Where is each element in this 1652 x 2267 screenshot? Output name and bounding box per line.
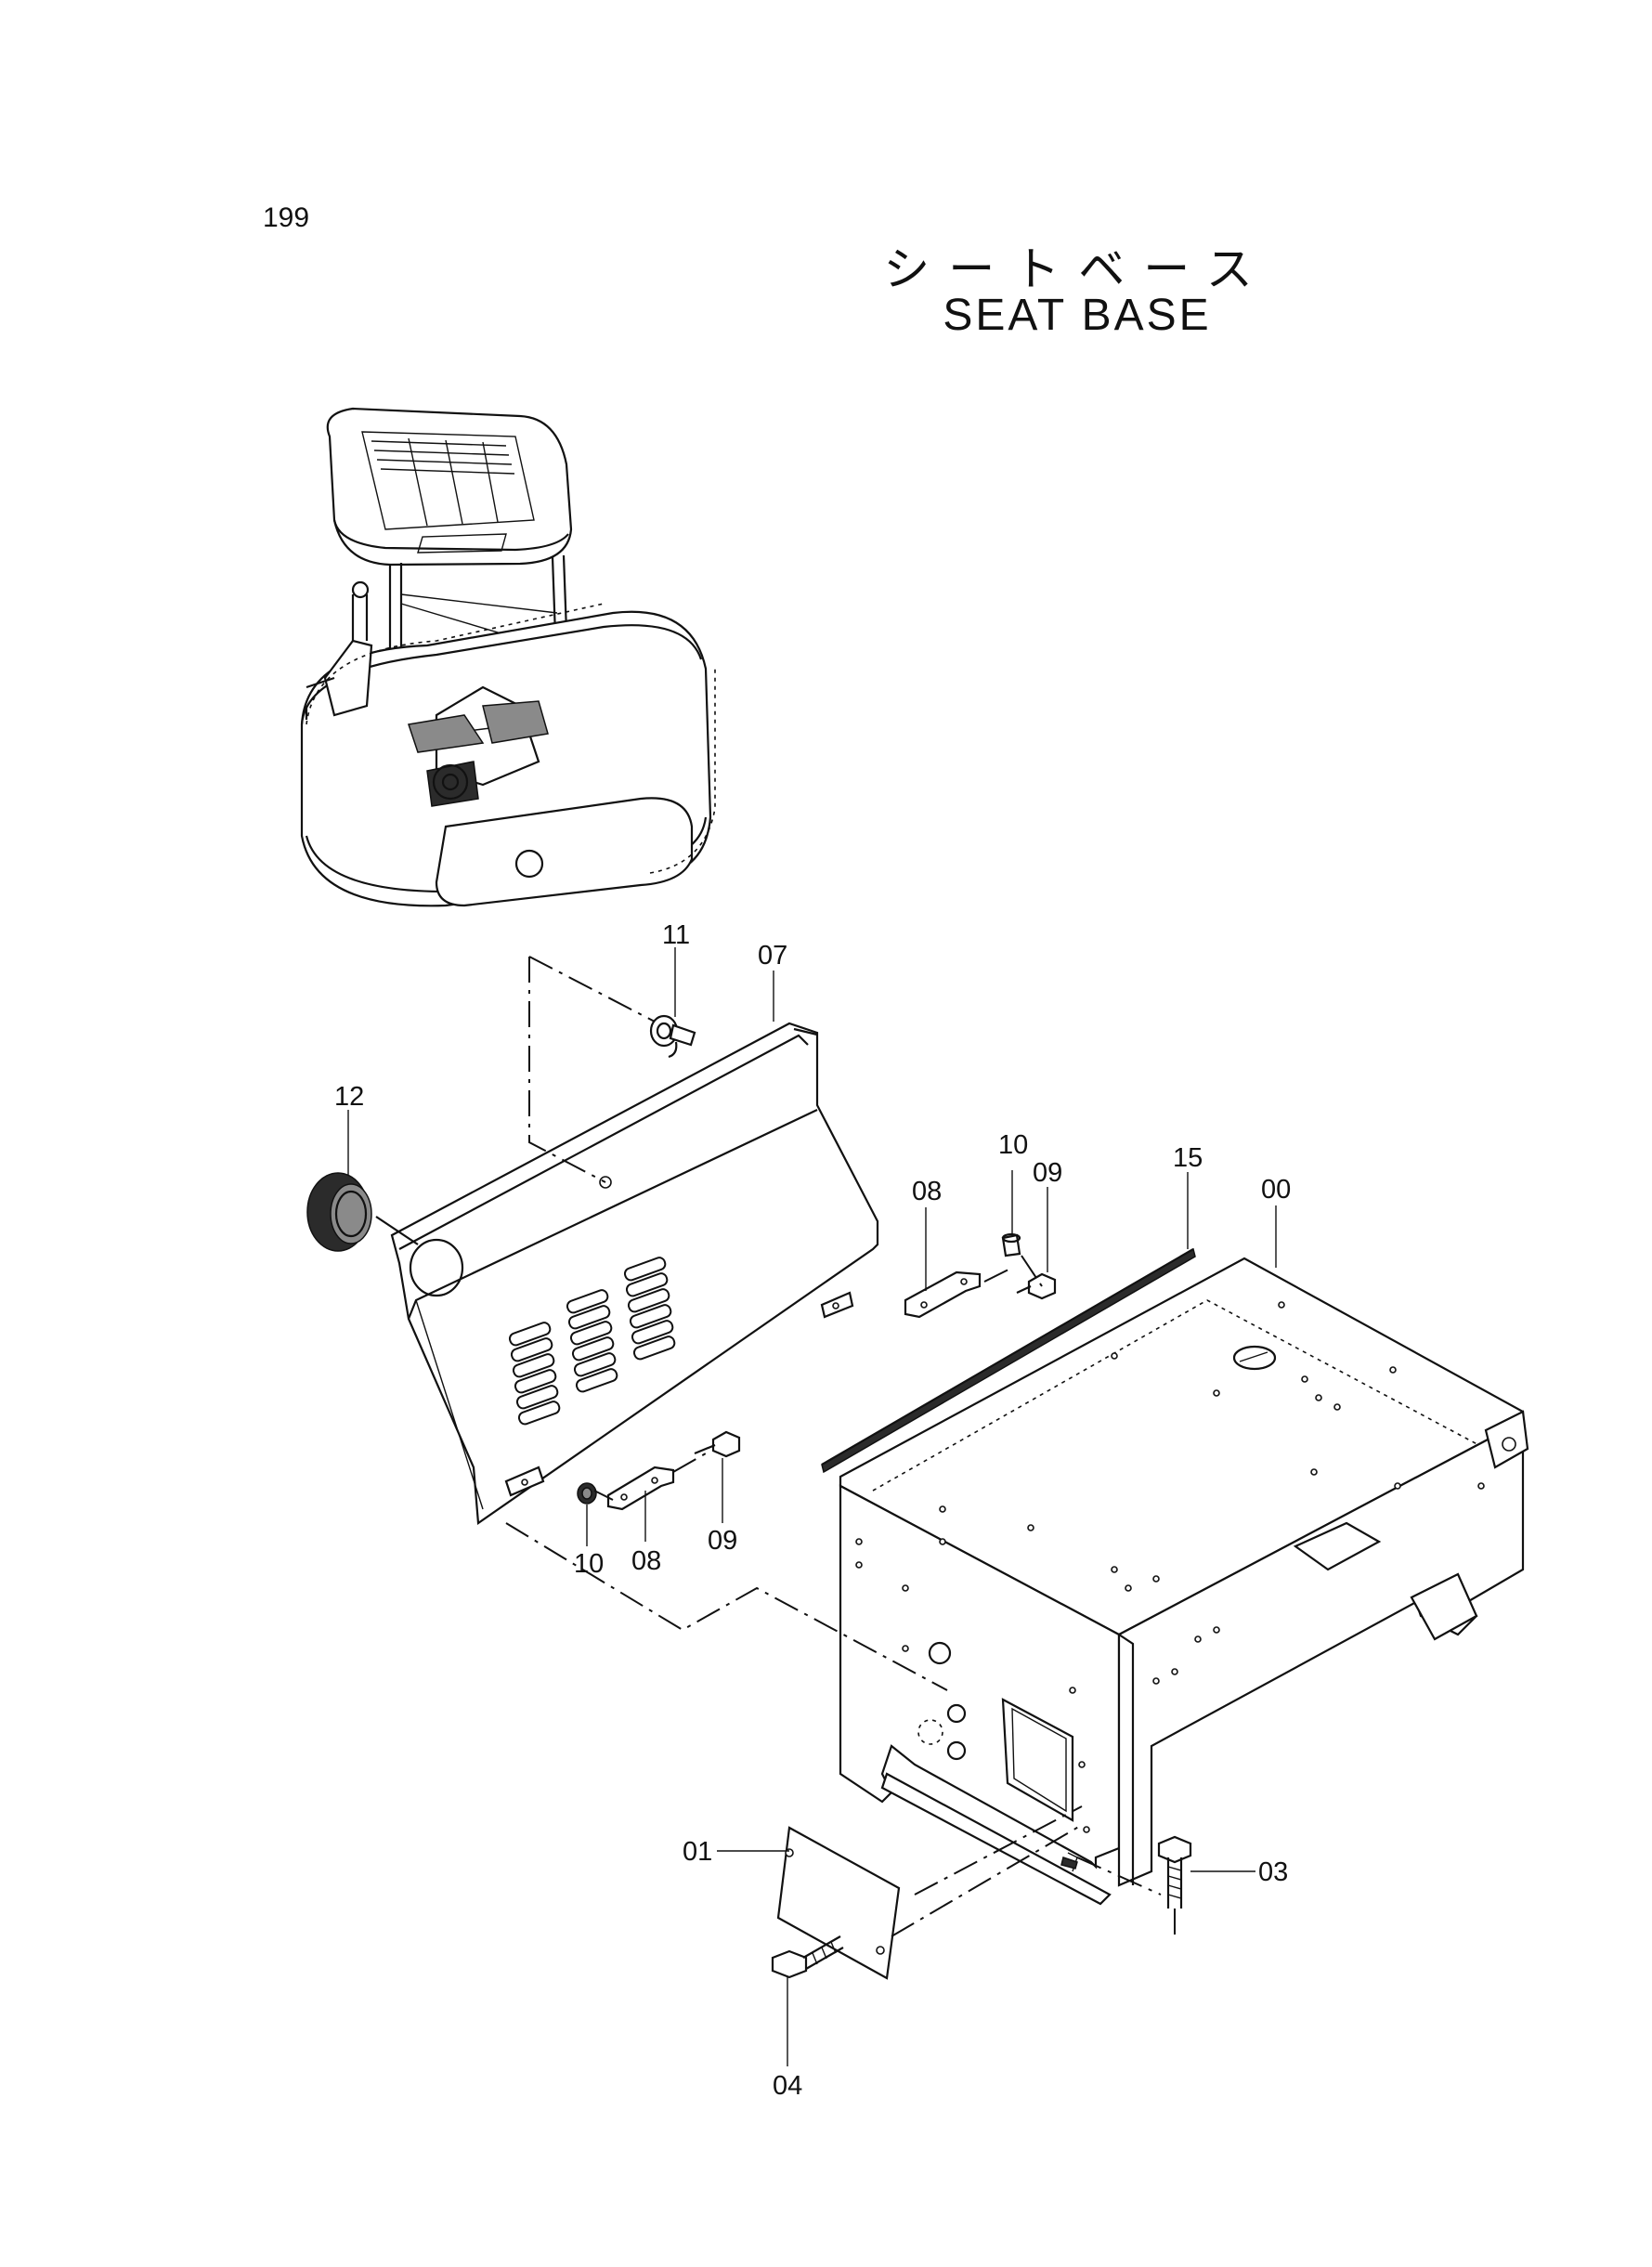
callout-10-lower: 10 [574, 1549, 604, 1579]
gauge-lamp [306, 1172, 419, 1252]
callout-04: 04 [773, 2071, 802, 2101]
latch-hardware-upper [904, 1232, 1057, 1319]
callout-09-upper: 09 [1033, 1158, 1062, 1188]
vent-slots [508, 1257, 676, 1426]
front-cover-panel [390, 1022, 879, 1525]
callout-11: 11 [662, 920, 690, 950]
page-title-japanese: シートベース [883, 242, 1271, 296]
bolt-04 [771, 1935, 844, 1979]
callout-07: 07 [758, 941, 787, 971]
callout-leaders [347, 947, 1277, 2066]
bolt-03 [1157, 1835, 1192, 1909]
callout-08-lower: 08 [631, 1546, 661, 1576]
callout-10-upper: 10 [998, 1130, 1028, 1160]
callout-00: 00 [1261, 1175, 1291, 1205]
seal-strip [821, 1247, 1196, 1474]
seat-base-frame [839, 1257, 1529, 1906]
callout-09-lower: 09 [708, 1526, 737, 1556]
callout-labels: 11 07 12 10 09 08 15 00 10 08 09 01 03 0… [334, 920, 1291, 2101]
callout-08-upper: 08 [912, 1177, 942, 1206]
assembly-center-lines [505, 956, 1176, 1937]
page-number: 199 [263, 202, 310, 233]
latch-hardware-lower [577, 1430, 741, 1511]
page-title-english: SEAT BASE [943, 291, 1212, 340]
callout-15: 15 [1173, 1143, 1203, 1173]
callout-03: 03 [1258, 1857, 1288, 1887]
fastener-11 [649, 1014, 696, 1059]
cover-plate [776, 1826, 901, 1980]
callout-01: 01 [683, 1837, 712, 1867]
machine-overview-illustration [300, 407, 716, 907]
callout-12: 12 [334, 1082, 364, 1112]
